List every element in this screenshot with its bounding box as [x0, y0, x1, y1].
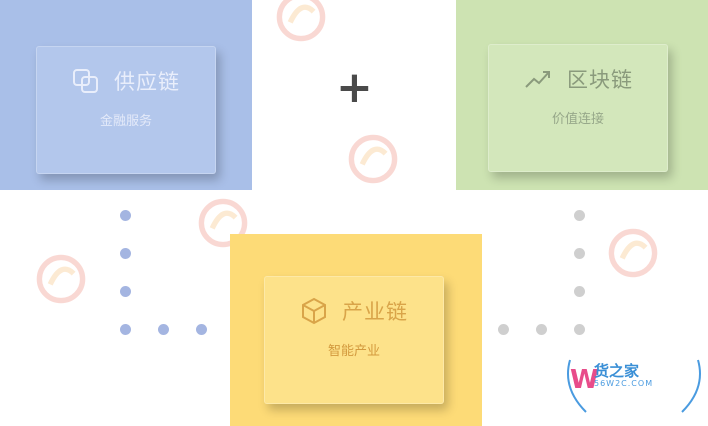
blockchain-card: 区块链 价值连接 — [488, 44, 668, 172]
card-subtitle: 价值连接 — [551, 112, 604, 127]
connector-dot — [158, 324, 169, 335]
card-title: 区块链 — [567, 68, 633, 92]
brand-letter: W — [570, 365, 599, 395]
copy-squares-icon — [73, 69, 98, 93]
card-subtitle: 金融服务 — [99, 114, 152, 129]
watermark-icon — [198, 198, 248, 248]
brand-domain: 56W2C.COM — [594, 379, 654, 388]
card-header: 区块链 — [488, 64, 668, 94]
chart-line-icon — [525, 71, 550, 88]
watermark-icon — [36, 254, 86, 304]
laurel-icon: W — [567, 359, 701, 413]
connector-dot — [498, 324, 509, 335]
brand-logo: W 货之家 56W2C.COM — [560, 350, 708, 426]
watermark-icon — [276, 0, 326, 42]
plus-sign: + — [336, 62, 373, 113]
connector-dot — [574, 210, 585, 221]
connector-dot — [120, 210, 131, 221]
card-header: 产业链 — [264, 296, 444, 326]
connector-dot — [120, 324, 131, 335]
card-subtitle: 智能产业 — [327, 344, 380, 359]
supply-chain-card: 供应链 金融服务 — [36, 46, 216, 174]
brand-name: 货之家 — [594, 362, 640, 380]
watermark-icon — [348, 134, 398, 184]
connector-dot — [574, 324, 585, 335]
cube-icon — [302, 297, 326, 325]
card-title: 供应链 — [114, 70, 180, 94]
connector-dot — [536, 324, 547, 335]
card-title: 产业链 — [342, 300, 408, 324]
card-header: 供应链 — [36, 66, 216, 96]
connector-dot — [574, 248, 585, 259]
industry-chain-card: 产业链 智能产业 — [264, 276, 444, 404]
connector-dot — [120, 248, 131, 259]
connector-dot — [196, 324, 207, 335]
watermark-icon — [608, 228, 658, 278]
connector-dot — [120, 286, 131, 297]
connector-dot — [574, 286, 585, 297]
